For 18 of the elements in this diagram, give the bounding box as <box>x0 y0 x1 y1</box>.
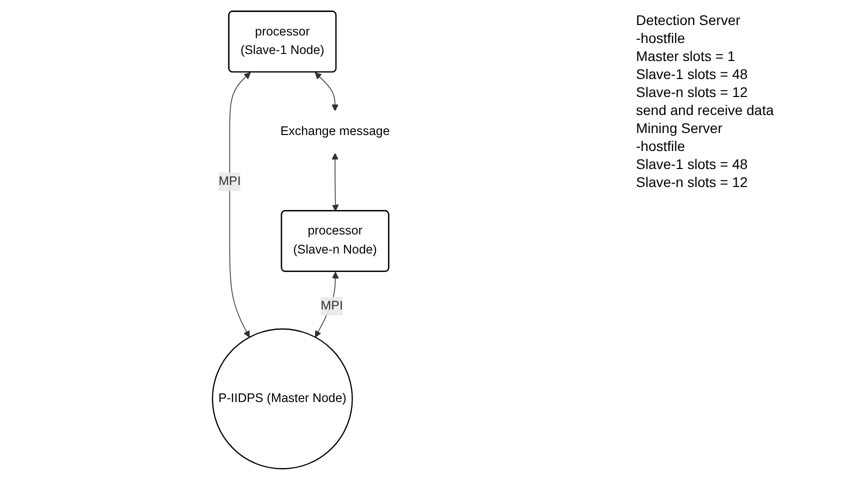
note-text: Slave-1 slots = 48 <box>636 66 749 82</box>
edge-label: MPI <box>320 298 344 312</box>
note-text: Slave-n slots = 12 <box>636 174 749 190</box>
note-text: Slave-1 slots = 48 <box>636 156 749 172</box>
note-text: -hostfile <box>636 30 686 46</box>
note-text: Detection Server <box>636 12 742 28</box>
edge-label: MPI <box>218 174 241 188</box>
arrow <box>332 152 339 211</box>
note-text: Mining Server <box>636 120 724 136</box>
note-text: Master slots = 1 <box>636 48 736 64</box>
note-text: send and receive data <box>636 102 775 118</box>
arrow <box>314 72 339 111</box>
note-text: -hostfile <box>636 138 686 154</box>
node-text: Exchange message <box>280 124 390 138</box>
note-text: Slave-n slots = 12 <box>636 84 749 100</box>
arrow <box>315 271 339 338</box>
arrow <box>230 72 251 338</box>
node-circle: P-IIDPS (Master Node) <box>212 328 354 469</box>
